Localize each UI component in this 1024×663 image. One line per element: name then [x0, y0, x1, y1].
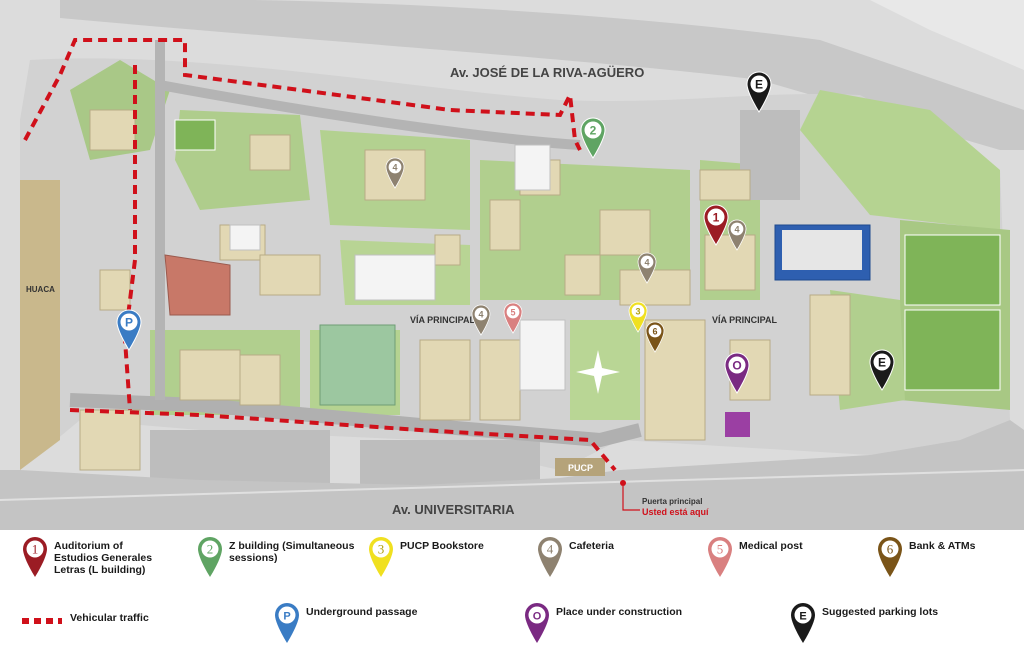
sports-field: [904, 309, 1001, 391]
underground-pin-icon: P: [275, 603, 299, 643]
legend-item-parking: E Suggested parking lots: [790, 602, 938, 644]
bank-marker[interactable]: 6: [645, 321, 665, 353]
svg-text:4: 4: [547, 542, 554, 557]
campus-map: Av. JOSÉ DE LA RIVA-AGÜERO Av. UNIVERSIT…: [0, 0, 1024, 530]
via-principal-label-left: VÍA PRINCIPAL: [410, 315, 476, 325]
legend-label-bookstore: PUCP Bookstore: [400, 540, 484, 552]
compass-rose: [576, 350, 620, 394]
legend-label-z-building: Z building (Simultaneous sessions): [229, 540, 355, 564]
south-avenue-label: Av. UNIVERSITARIA: [392, 502, 515, 517]
medical-marker[interactable]: 5: [503, 302, 523, 334]
library-building: [164, 254, 231, 316]
legend-item-underground: P Underground passage: [274, 602, 417, 644]
sports-field: [904, 234, 1001, 306]
cafeteria-marker-glyph: 4: [734, 224, 739, 234]
buildings: [79, 109, 851, 471]
vehicular-traffic-route: [122, 65, 137, 411]
parking-marker-glyph: E: [755, 78, 763, 92]
construction-pin-icon: O: [525, 603, 549, 643]
legend-label-parking: Suggested parking lots: [822, 606, 939, 618]
construction-marker[interactable]: O: [724, 352, 750, 394]
parking-lot: [360, 440, 540, 485]
legend-item-z-building: 2 Z building (Simultaneous sessions): [197, 536, 359, 578]
gate-label: PUCP: [568, 463, 593, 473]
north-avenue: [60, 0, 1024, 150]
construction-marker-glyph: O: [732, 359, 741, 373]
north-avenue-label: Av. JOSÉ DE LA RIVA-AGÜERO: [450, 65, 644, 80]
svg-text:E: E: [799, 611, 806, 623]
sports-field: [174, 119, 216, 151]
bank-pin-icon: 6: [878, 537, 902, 577]
green-roof-building: [319, 324, 396, 406]
you-are-here-subtitle: Usted está aquí: [642, 507, 709, 517]
cafeteria-marker[interactable]: 4: [471, 304, 491, 336]
cafeteria-marker[interactable]: 4: [637, 252, 657, 284]
parking-marker-glyph: E: [878, 356, 886, 370]
huaca-area: [20, 180, 60, 470]
cafeteria-pin-icon: 4: [538, 537, 562, 577]
z-building-marker-glyph: 2: [590, 124, 597, 138]
parking-marker[interactable]: E: [869, 349, 895, 391]
legend-label-cafeteria: Cafeteria: [569, 540, 614, 552]
vehicular-traffic-route: [69, 408, 617, 472]
via-principal-label-right: VÍA PRINCIPAL: [712, 315, 778, 325]
z-building-pin-icon: 2: [198, 537, 222, 577]
legend-item-vehicular-traffic: Vehicular traffic: [20, 608, 149, 628]
legend-item-bookstore: 3 PUCP Bookstore: [368, 536, 484, 578]
legend-label-construction: Place under construction: [556, 606, 683, 618]
you-are-here-dot: [620, 480, 626, 486]
legend-label-underground: Underground passage: [306, 606, 418, 618]
bookstore-marker[interactable]: 3: [628, 301, 648, 333]
legend-item-medical: 5 Medical post: [707, 536, 803, 578]
parking-pin-icon: E: [791, 603, 815, 643]
svg-text:2: 2: [207, 542, 214, 557]
legend-item-construction: O Place under construction: [524, 602, 682, 644]
svg-text:O: O: [533, 611, 542, 623]
sports-center-roof: [782, 230, 862, 270]
cafeteria-marker[interactable]: 4: [727, 219, 747, 251]
z-building-marker[interactable]: 2: [580, 117, 606, 159]
svg-text:5: 5: [717, 542, 724, 557]
campus-road: [159, 80, 581, 150]
dashed-line-icon: [22, 618, 62, 624]
auditorium-marker[interactable]: 1: [703, 204, 729, 246]
legend-item-auditorium: 1 Auditorium of Estudios Generales Letra…: [22, 536, 166, 578]
cafeteria-marker-glyph: 4: [644, 257, 649, 267]
green-area: [800, 90, 1000, 230]
cafeteria-marker-glyph: 4: [478, 309, 483, 319]
svg-text:1: 1: [32, 542, 39, 557]
south-avenue: [0, 420, 1024, 530]
huaca-label: HUACA: [26, 285, 55, 294]
legend-label-vehicular-traffic: Vehicular traffic: [70, 612, 149, 624]
legend-item-cafeteria: 4 Cafeteria: [537, 536, 614, 578]
you-are-here-title: Puerta principal: [642, 497, 702, 506]
svg-text:3: 3: [378, 542, 385, 557]
svg-text:P: P: [283, 611, 290, 623]
map-legend: 1 Auditorium of Estudios Generales Letra…: [0, 530, 1024, 663]
auditorium-pin-icon: 1: [23, 537, 47, 577]
svg-text:6: 6: [887, 542, 894, 557]
medical-marker-glyph: 5: [510, 307, 515, 317]
parking-marker[interactable]: E: [746, 71, 772, 113]
bookstore-pin-icon: 3: [369, 537, 393, 577]
gate-building: [555, 458, 605, 476]
bank-marker-glyph: 6: [652, 326, 657, 336]
underground-marker[interactable]: P: [116, 309, 142, 351]
map-markers: 1 2 3 4 4 4 4 5 6 P O E E: [116, 71, 895, 394]
cafeteria-marker-glyph: 4: [392, 162, 397, 172]
legend-label-bank: Bank & ATMs: [909, 540, 976, 552]
campus-road: [69, 393, 642, 448]
cafeteria-marker[interactable]: 4: [385, 157, 405, 189]
construction-site: [725, 412, 750, 437]
legend-item-bank: 6 Bank & ATMs: [877, 536, 976, 578]
medical-pin-icon: 5: [708, 537, 732, 577]
legend-label-auditorium: Auditorium of Estudios Generales Letras …: [54, 540, 153, 576]
underground-marker-glyph: P: [125, 316, 133, 330]
legend-label-medical: Medical post: [739, 540, 803, 552]
white-buildings: [229, 144, 566, 391]
auditorium-marker-glyph: 1: [713, 211, 720, 225]
bookstore-marker-glyph: 3: [635, 306, 640, 316]
